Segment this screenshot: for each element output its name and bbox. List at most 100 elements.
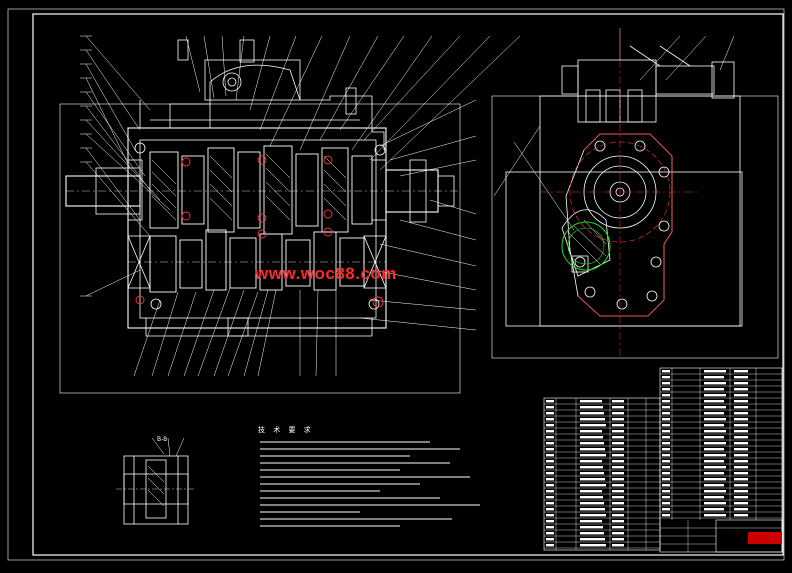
table-cell-text xyxy=(612,406,624,409)
table-cell-text xyxy=(546,484,554,487)
side-housing xyxy=(505,171,743,327)
side-leader-lines xyxy=(493,28,735,231)
table-cell-text xyxy=(546,436,554,439)
table-cell-text xyxy=(612,472,624,475)
table-cell-text xyxy=(546,460,554,463)
table-cell-text xyxy=(580,538,605,541)
table-cell-text xyxy=(546,454,554,457)
table-cell-text xyxy=(662,424,670,427)
table-cell-text xyxy=(662,394,670,397)
table-cell-text xyxy=(704,448,724,451)
table-cell-text xyxy=(704,442,726,445)
table-cell-text xyxy=(546,532,554,535)
table-cell-text xyxy=(734,412,748,415)
table-cell-text xyxy=(612,520,624,523)
table-cell-text xyxy=(704,496,724,499)
table-cell-text xyxy=(734,478,748,481)
table-cell-text xyxy=(704,466,726,469)
table-cell-text xyxy=(612,442,624,445)
table-cell-text xyxy=(704,490,726,493)
table-cell-text xyxy=(662,370,670,373)
table-cell-text xyxy=(734,448,748,451)
shift-lever-pivot xyxy=(222,72,242,92)
table-cell-text xyxy=(546,430,554,433)
table-cell-text xyxy=(546,448,554,451)
table-cell-text xyxy=(580,442,604,445)
table-cell-text xyxy=(704,412,724,415)
table-cell-text xyxy=(580,424,606,427)
table-cell-text xyxy=(612,502,624,505)
table-cell-text xyxy=(662,400,670,403)
table-cell-text xyxy=(734,490,748,493)
table-cell-text xyxy=(704,472,724,475)
table-cell-text xyxy=(546,514,554,517)
table-cell-text xyxy=(704,484,724,487)
table-cell-text xyxy=(704,376,724,379)
gearbox-section-icon xyxy=(59,35,521,394)
table-cell-text xyxy=(612,496,624,499)
table-cell-text xyxy=(734,400,748,403)
table-cell-text xyxy=(546,490,554,493)
table-cell-text xyxy=(734,370,748,373)
table-cell-text xyxy=(704,454,726,457)
table-cell-text xyxy=(546,472,554,475)
parts-list-rows xyxy=(544,368,782,552)
table-cell-text xyxy=(612,508,624,511)
parts-list-cells xyxy=(546,370,748,547)
table-cell-text xyxy=(662,496,670,499)
countershaft-gears xyxy=(149,229,365,293)
housing-top xyxy=(139,64,385,150)
table-cell-text xyxy=(612,532,624,535)
table-cell-text xyxy=(662,502,670,505)
leader-lines-bottom xyxy=(133,287,337,377)
table-cell-text xyxy=(546,424,554,427)
table-cell-text xyxy=(580,466,603,469)
table-cell-text xyxy=(734,442,748,445)
table-cell-text xyxy=(734,460,748,463)
table-cell-text xyxy=(704,400,724,403)
table-cell-text xyxy=(704,382,726,385)
table-cell-text xyxy=(580,490,602,493)
table-cell-text xyxy=(580,502,604,505)
table-cell-text xyxy=(704,424,724,427)
table-cell-text xyxy=(580,400,602,403)
shift-cover xyxy=(204,59,301,101)
table-cell-text xyxy=(734,466,748,469)
gear-hatching xyxy=(151,153,347,221)
table-cell-text xyxy=(546,442,554,445)
table-cell-text xyxy=(662,454,670,457)
table-cell-text xyxy=(546,478,554,481)
section-bb-icon xyxy=(116,437,196,525)
table-cell-text xyxy=(580,406,603,409)
table-cell-text xyxy=(612,448,624,451)
table-cell-text xyxy=(580,544,606,547)
table-cell-text xyxy=(612,424,624,427)
inner-frame xyxy=(32,13,784,556)
table-cell-text xyxy=(734,418,748,421)
view-boundary xyxy=(59,103,461,394)
table-cell-text xyxy=(612,418,624,421)
table-cell-text xyxy=(704,406,726,409)
table-cell-text xyxy=(612,400,624,403)
table-cell-text xyxy=(546,502,554,505)
table-cell-text xyxy=(734,502,748,505)
table-cell-text xyxy=(546,406,554,409)
table-cell-text xyxy=(734,382,748,385)
watermark-text: www.woc88.com xyxy=(255,264,397,283)
table-cell-text xyxy=(734,454,748,457)
table-cell-text xyxy=(580,484,606,487)
table-cell-text xyxy=(704,508,724,511)
table-cell-text xyxy=(580,478,605,481)
table-cell-text xyxy=(612,514,624,517)
table-cell-text xyxy=(734,508,748,511)
table-cell-text xyxy=(580,514,606,517)
table-cell-text xyxy=(734,430,748,433)
table-cell-text xyxy=(704,388,724,391)
table-cell-text xyxy=(546,466,554,469)
table-cell-text xyxy=(612,526,624,529)
table-cell-text xyxy=(546,538,554,541)
table-cell-text xyxy=(662,484,670,487)
table-cell-text xyxy=(612,454,624,457)
table-cell-text xyxy=(580,430,602,433)
